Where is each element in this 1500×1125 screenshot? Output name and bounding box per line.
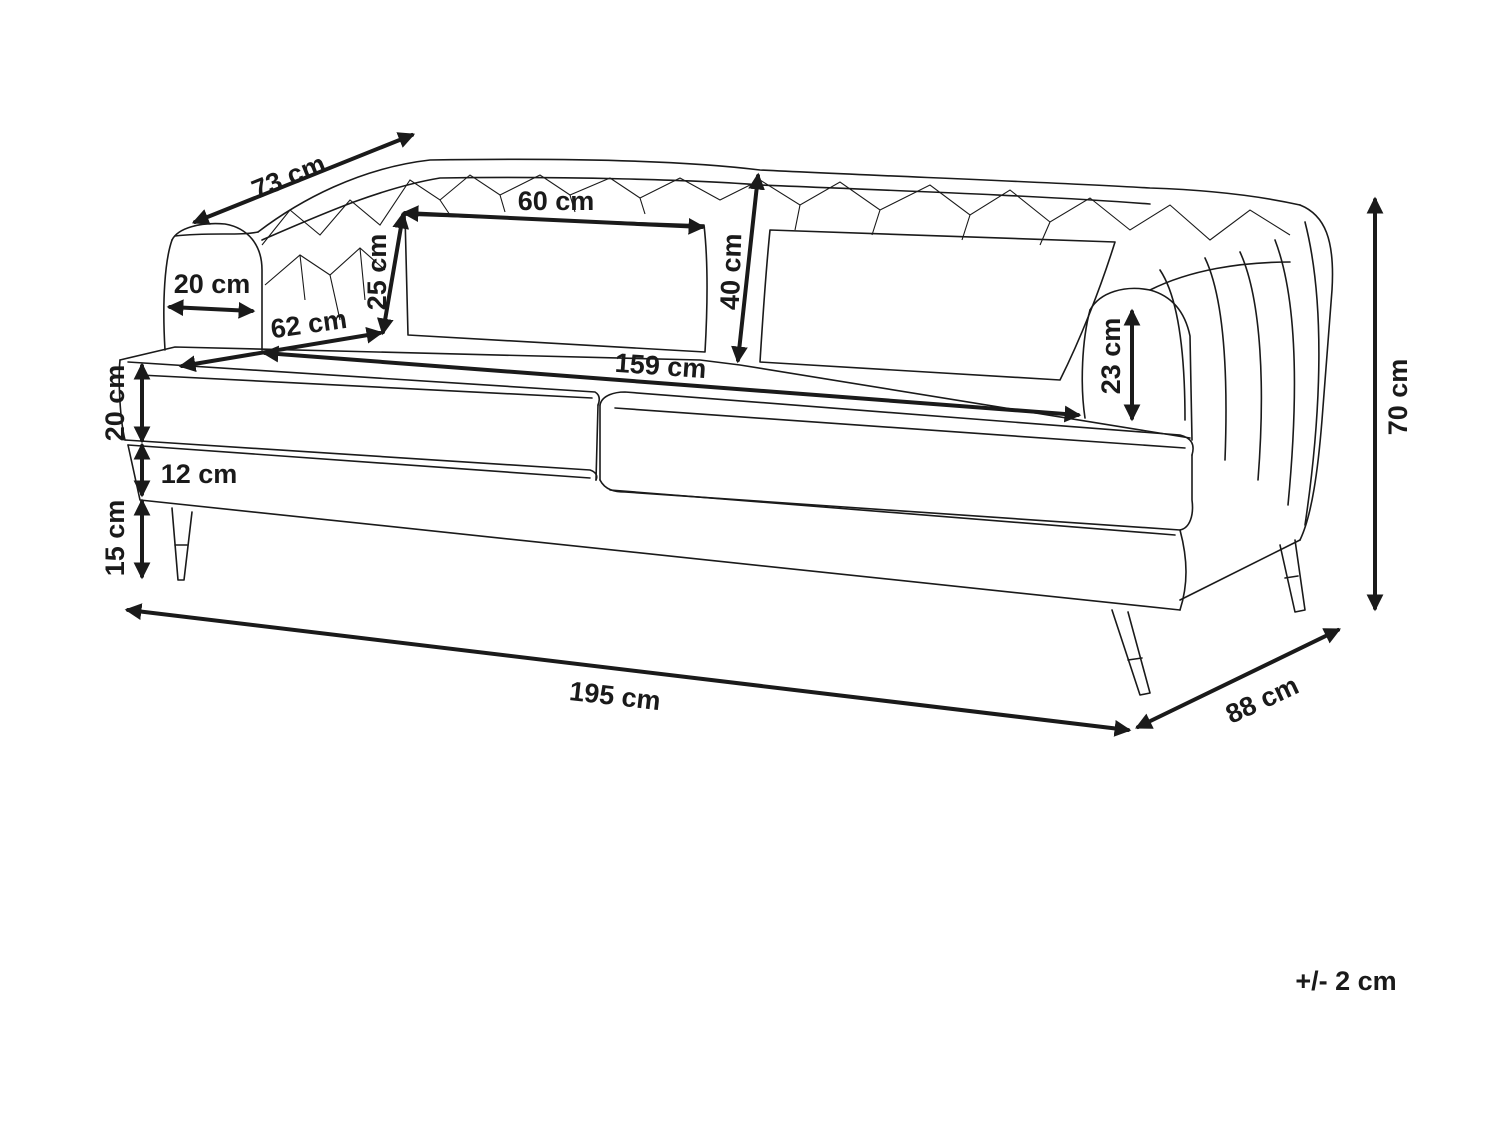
arm-pleat xyxy=(1274,239,1296,506)
arrow-seat-width xyxy=(261,345,1082,423)
right-arm-inner xyxy=(1081,309,1091,419)
leg-ring xyxy=(1284,575,1299,579)
label-base-height: 12 cm xyxy=(161,459,238,489)
arrow-cushion-width xyxy=(401,205,706,235)
seat-left-edge xyxy=(118,359,126,441)
base-bottom-edge xyxy=(127,444,1181,611)
label-seat-width: 159 cm xyxy=(614,348,707,384)
base-right-front xyxy=(1179,529,1187,611)
base-top-edge-right xyxy=(609,489,1176,536)
dimension-labels: 73 cm 60 cm 25 cm 40 cm 20 cm 62 cm 159 … xyxy=(100,148,1413,996)
arm-pleat xyxy=(1204,257,1227,461)
arrow-total-width xyxy=(124,603,1132,737)
left-arm-top xyxy=(174,231,259,237)
label-arm-width: 20 cm xyxy=(174,269,251,299)
back-right-bottom xyxy=(1179,539,1301,601)
label-total-width: 195 cm xyxy=(568,676,662,716)
arrow-cushion-height xyxy=(376,211,410,336)
arrow-total-depth xyxy=(1134,628,1342,729)
label-seat-cushion-height: 20 cm xyxy=(100,365,130,442)
back-cushion-right xyxy=(759,229,1116,381)
back-cushion-left xyxy=(404,214,708,353)
arm-pleat xyxy=(1159,269,1186,421)
label-total-height: 70 cm xyxy=(1383,359,1413,436)
base-top-edge-left xyxy=(127,444,591,479)
seat-cushion-left-top xyxy=(127,361,601,406)
right-arm-top xyxy=(1149,261,1291,291)
label-cushion-width: 60 cm xyxy=(518,186,595,216)
left-arm-outer xyxy=(163,239,173,351)
arrow-back-height xyxy=(731,172,765,364)
label-leg-height: 15 cm xyxy=(100,500,130,577)
arm-pleat xyxy=(1304,221,1320,526)
label-depth-top: 73 cm xyxy=(248,148,330,204)
leg-front-left xyxy=(171,507,193,581)
label-back-height: 40 cm xyxy=(715,233,748,311)
dimension-arrows xyxy=(124,132,1384,737)
tolerance-note: +/- 2 cm xyxy=(1295,966,1396,996)
seat-cushion-right-bottom xyxy=(599,454,1194,531)
leg-front-right xyxy=(1111,609,1151,696)
arrow-arm-width xyxy=(166,299,256,319)
leg-back-right xyxy=(1279,539,1306,613)
arrow-depth-top xyxy=(191,132,416,225)
back-right-side xyxy=(1299,204,1334,541)
seat-cushion-left-right xyxy=(595,404,599,481)
arm-pleat xyxy=(1239,251,1263,481)
seat-cushion-left-seam xyxy=(139,374,593,399)
backrest-inner-edge xyxy=(261,176,1151,241)
backrest-tufting xyxy=(261,174,1291,321)
leg-ring xyxy=(1127,657,1143,661)
label-arm-height: 23 cm xyxy=(1096,318,1126,395)
label-cushion-height: 25 cm xyxy=(362,234,392,311)
